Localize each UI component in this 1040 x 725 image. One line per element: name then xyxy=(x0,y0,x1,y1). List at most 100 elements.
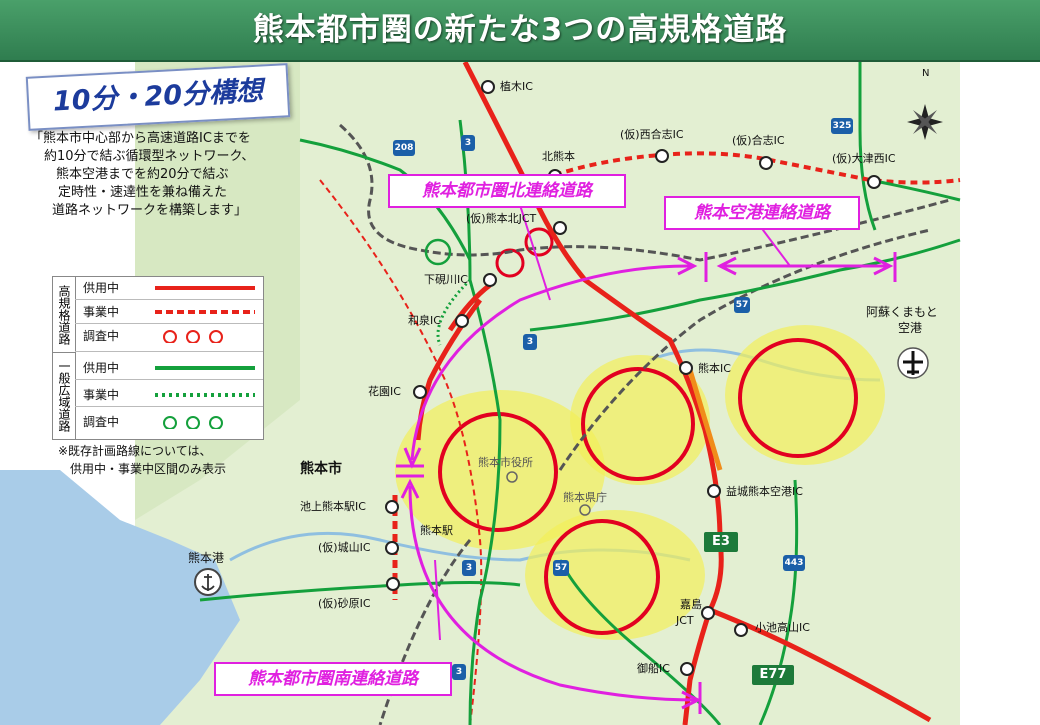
label-ueki-ic: 植木IC xyxy=(500,80,533,93)
shield-443 xyxy=(783,555,805,571)
route-57-south xyxy=(558,559,722,725)
shield-57a xyxy=(734,297,750,313)
pref-office-marker xyxy=(579,504,591,516)
compass-north-label: N xyxy=(922,68,930,79)
railway xyxy=(339,123,951,262)
north-arrow-head2 xyxy=(677,256,698,276)
magenta-arrows xyxy=(400,256,894,710)
legend-group-general: 一般広域道路 xyxy=(53,353,76,439)
description-line: 道路ネットワークを構築します」 xyxy=(52,203,248,218)
node-hanazono xyxy=(413,385,427,399)
shield-label: 325 xyxy=(832,121,852,131)
zone-glow xyxy=(525,510,705,640)
shield-e3: E3 xyxy=(704,532,738,552)
callout-pointers xyxy=(434,204,791,641)
label-mashiki-ic: 益城熊本空港IC xyxy=(726,485,803,498)
shield-3b xyxy=(523,334,537,350)
node-ikegami xyxy=(385,500,399,514)
label-wadzumi-ic: 和泉IC xyxy=(408,314,441,327)
label-kumamoto-station: 熊本駅 xyxy=(420,524,453,537)
green-study-circle xyxy=(424,238,452,266)
shield-e77: E77 xyxy=(752,665,794,685)
north-arc xyxy=(410,264,693,461)
node-shiroyama xyxy=(385,541,399,555)
study-circle-small xyxy=(495,248,525,278)
label-kitakumamoto: 北熊本 xyxy=(542,150,575,163)
south-arc xyxy=(408,485,697,702)
magenta-ticks xyxy=(396,252,897,714)
legend-swatch-red-solid xyxy=(155,286,255,290)
study-circle-airport xyxy=(738,338,858,458)
interchange-nodes xyxy=(385,80,881,676)
title-banner: 熊本都市圏の新たな3つの高規格道路 xyxy=(0,0,1040,62)
zone-glow xyxy=(725,325,885,465)
legend-label: 供用中 xyxy=(83,281,120,295)
route-3 xyxy=(458,119,502,725)
label-ikegami-ic: 池上熊本駅IC xyxy=(300,500,366,513)
legend-swatch-red-circles xyxy=(163,330,223,343)
shield-3a xyxy=(461,135,475,151)
note-line: ※既存計画路線については、 xyxy=(58,444,212,458)
legend-note: ※既存計画路線については、 供用中・事業中区間のみ表示 xyxy=(58,442,226,478)
expressway-orange xyxy=(687,369,723,471)
shield-325 xyxy=(831,118,853,134)
shield-label: 3 xyxy=(465,563,473,573)
label-nishigoshi-ic: (仮)西合志IC xyxy=(620,128,684,141)
label-shimoaratagawa-ic: 下硯川IC xyxy=(424,273,468,286)
shield-label: 57 xyxy=(554,563,568,573)
shield-label: 3 xyxy=(526,337,534,347)
airport-head-left xyxy=(716,256,737,276)
label-shiroyama-ic: (仮)城山IC xyxy=(318,541,371,554)
node-wadzumi xyxy=(455,314,469,328)
label-goshi-ic: (仮)合志IC xyxy=(732,134,785,147)
label-kumamoto-city: 熊本市 xyxy=(300,461,342,477)
shield-label: 208 xyxy=(394,143,414,153)
study-circle-south xyxy=(544,519,660,635)
node-ueki xyxy=(481,80,495,94)
loop-segment xyxy=(447,283,492,332)
label-mifune-ic: 御船IC xyxy=(637,662,670,675)
road-network-map xyxy=(0,62,961,725)
study-circle-small xyxy=(524,227,554,257)
label-aso-airport: 阿蘇くまもと xyxy=(866,305,938,319)
label-kumamoto-kita-jct: (仮)熊本北JCT xyxy=(466,212,537,225)
airport-head-right xyxy=(873,256,894,276)
label-kashima: 嘉島 xyxy=(680,598,702,611)
legend-swatch-red-dashed xyxy=(155,310,255,314)
label-aso-airport-2: 空港 xyxy=(898,321,923,335)
node-jct xyxy=(553,221,567,235)
label-city-hall: 熊本市役所 xyxy=(478,456,533,469)
green-study xyxy=(436,278,472,346)
label-kashima-jct: JCT xyxy=(676,614,694,627)
description-line: 熊本空港までを約20分で結ぶ xyxy=(56,167,229,182)
shield-label: 3 xyxy=(455,667,463,677)
node-goshi xyxy=(759,156,773,170)
south-arrow-head2 xyxy=(681,690,702,710)
node-mashiki xyxy=(707,484,721,498)
legend-row: 供用中 xyxy=(75,277,263,300)
legend-row: 供用中 xyxy=(75,357,263,380)
shield-label: 443 xyxy=(784,558,804,568)
node-ozu xyxy=(867,175,881,189)
legend-row: 事業中 xyxy=(75,384,263,407)
shield-3d xyxy=(452,664,466,680)
shield-label: 57 xyxy=(735,300,749,310)
legend-label: 事業中 xyxy=(83,305,120,319)
plane-icon xyxy=(903,351,923,375)
shield-208 xyxy=(393,140,415,156)
shield-label: 3 xyxy=(464,138,472,148)
label-hanazono-ic: 花園IC xyxy=(368,385,401,398)
concept-title: 10分・20分構想 xyxy=(52,75,264,118)
route-shields xyxy=(393,118,853,680)
label-sunahara-ic: (仮)砂原IC xyxy=(318,597,371,610)
anchor-icon xyxy=(201,574,215,591)
legend-group-highway: 高規格道路 xyxy=(53,277,76,353)
description-line: 約10分で結ぶ循環型ネットワーク、 xyxy=(44,149,255,164)
shield-3c xyxy=(462,560,476,576)
label-pref-office: 熊本県庁 xyxy=(563,491,607,504)
node-nishigoshi xyxy=(655,149,669,163)
callout-airport-connector: 熊本空港連絡道路 xyxy=(664,196,860,230)
label-kumamoto-port: 熊本港 xyxy=(188,551,225,565)
legend-label: 調査中 xyxy=(83,329,120,343)
legend-label: 調査中 xyxy=(83,415,120,429)
